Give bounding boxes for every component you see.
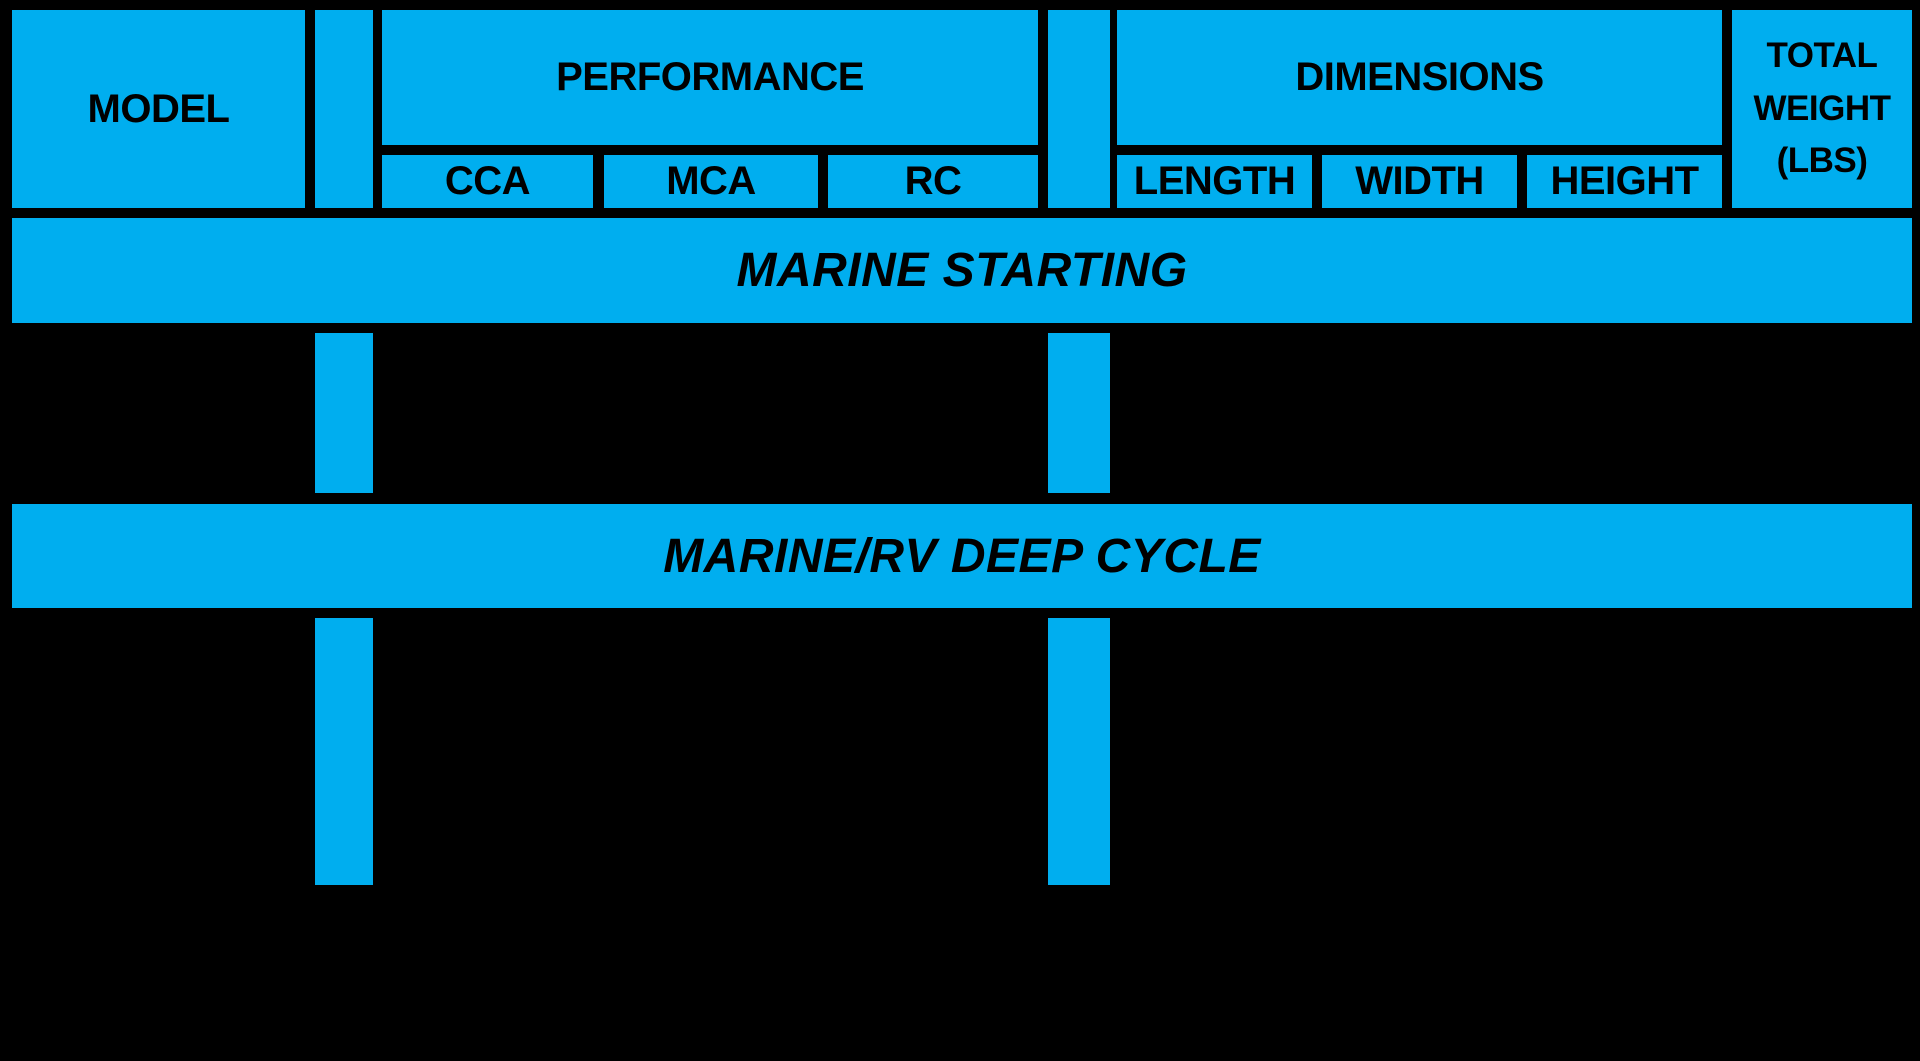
spacer-column-2-header <box>1048 10 1110 208</box>
column-header-mca: MCA <box>604 155 818 208</box>
column-header-height: HEIGHT <box>1527 155 1722 208</box>
section-header-marine-starting: MARINE STARTING <box>12 218 1912 323</box>
column-group-dimensions-label: DIMENSIONS <box>1295 55 1544 99</box>
column-header-width: WIDTH <box>1322 155 1517 208</box>
marine-starting-rows-region <box>12 333 1912 493</box>
spacer-column-1-strip-section-2 <box>315 618 373 885</box>
spacer-column-1-header <box>315 10 373 208</box>
column-header-total-weight: TOTAL WEIGHT (LBS) <box>1732 10 1912 208</box>
column-group-header-performance: PERFORMANCE <box>382 10 1038 145</box>
section-header-marine-starting-label: MARINE STARTING <box>736 244 1188 297</box>
spacer-column-2-strip-section-1 <box>1048 333 1110 493</box>
column-header-mca-label: MCA <box>666 159 756 203</box>
spacer-column-2-strip-section-2 <box>1048 618 1110 885</box>
column-header-total-weight-label: TOTAL WEIGHT (LBS) <box>1753 36 1891 181</box>
column-header-cca: CCA <box>382 155 593 208</box>
column-header-rc-label: RC <box>904 159 962 203</box>
section-header-marine-rv-deep-cycle-label: MARINE/RV DEEP CYCLE <box>663 529 1261 583</box>
column-group-header-dimensions: DIMENSIONS <box>1117 10 1722 145</box>
column-group-performance-label: PERFORMANCE <box>556 55 864 99</box>
deep-cycle-rows-region <box>12 618 1912 885</box>
section-header-marine-rv-deep-cycle: MARINE/RV DEEP CYCLE <box>12 504 1912 608</box>
column-header-length-label: LENGTH <box>1133 159 1296 203</box>
column-header-model-label: MODEL <box>87 86 230 131</box>
column-header-length: LENGTH <box>1117 155 1312 208</box>
column-header-width-label: WIDTH <box>1355 159 1484 203</box>
column-header-cca-label: CCA <box>444 159 531 203</box>
column-header-rc: RC <box>828 155 1038 208</box>
column-header-model: MODEL <box>12 10 305 208</box>
spacer-column-1-strip-section-1 <box>315 333 373 493</box>
column-header-height-label: HEIGHT <box>1550 159 1699 203</box>
